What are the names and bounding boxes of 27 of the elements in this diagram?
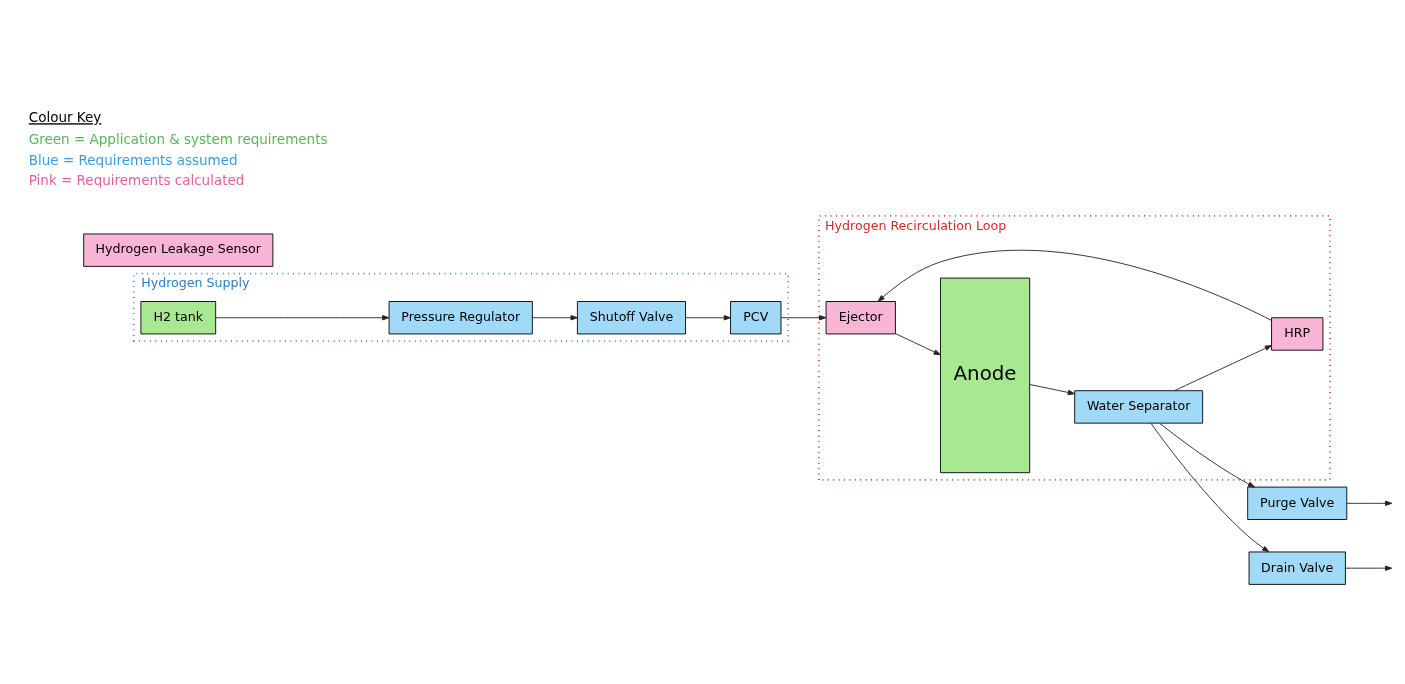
node-box: Shutoff Valve [576,300,686,334]
node-box: Anode [940,277,1031,473]
arrow [877,249,1272,321]
label: Colour Key [28,108,102,125]
node-box: PCV [730,300,782,334]
node-box: Hydrogen Leakage Sensor [83,233,274,267]
legend-label: Green = Application & system requirements [28,130,328,147]
node-box: H2 tank [140,300,217,334]
arrow [895,332,941,355]
arrow [1174,344,1272,391]
legend-label: Pink = Requirements calculated [28,171,245,188]
legend-label: Blue = Requirements assumed [28,151,238,168]
node-box: Water Separator [1074,389,1204,424]
arrow [685,314,731,320]
arrow [1345,565,1393,571]
node-box: Pressure Regulator [388,300,533,334]
arrow [1029,383,1075,395]
arrow [780,314,827,320]
node-box: HRP [1271,316,1324,351]
arrow [532,314,578,320]
node-box: Drain Valve [1248,551,1346,585]
node-box: Purge Valve [1247,486,1348,520]
arrow [215,314,390,320]
arrow [1150,422,1270,552]
node-box: Ejector [825,300,896,334]
arrow [1346,500,1393,506]
arrow [1159,422,1256,488]
